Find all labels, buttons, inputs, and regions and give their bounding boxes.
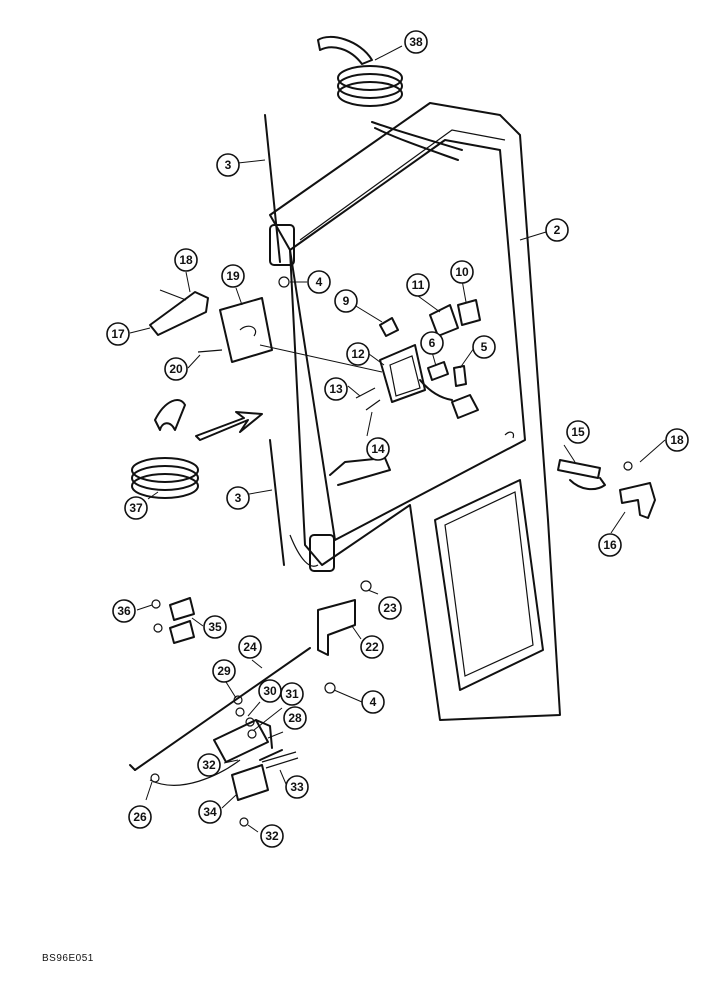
- callout-number: 36: [117, 604, 131, 618]
- callout-16: 16: [598, 533, 622, 557]
- callout-number: 38: [409, 35, 423, 49]
- callout-number: 9: [343, 294, 350, 308]
- callout-23: 23: [378, 596, 402, 620]
- door-frame: [269, 102, 561, 721]
- callout-11: 11: [406, 273, 430, 297]
- callout-number: 37: [129, 501, 143, 515]
- callout-number: 15: [571, 425, 585, 439]
- callout-number: 13: [329, 382, 343, 396]
- callout-4: 4: [361, 690, 385, 714]
- callout-number: 10: [455, 265, 469, 279]
- callout-number: 28: [288, 711, 302, 725]
- weatherstrip-coil-37: [131, 399, 263, 499]
- callout-number: 34: [203, 805, 217, 819]
- callout-number: 23: [383, 601, 397, 615]
- callout-28: 28: [283, 706, 307, 730]
- callout-number: 18: [670, 433, 684, 447]
- callout-10: 10: [450, 260, 474, 284]
- rubber-bumpers: [151, 597, 195, 644]
- callout-33: 33: [285, 775, 309, 799]
- figure-code: BS96E051: [42, 953, 94, 964]
- callout-15: 15: [566, 420, 590, 444]
- callout-5: 5: [472, 335, 496, 359]
- callout-6: 6: [420, 331, 444, 355]
- hinge-rod-lower: [269, 439, 335, 572]
- callout-26: 26: [128, 805, 152, 829]
- callout-9: 9: [334, 289, 358, 313]
- callout-17: 17: [106, 322, 130, 346]
- callout-36: 36: [112, 599, 136, 623]
- callout-32: 32: [197, 753, 221, 777]
- callout-number: 32: [202, 758, 216, 772]
- callout-number: 32: [265, 829, 279, 843]
- callout-24: 24: [238, 635, 262, 659]
- callout-number: 3: [225, 158, 232, 172]
- callout-number: 5: [481, 340, 488, 354]
- callout-31: 31: [280, 682, 304, 706]
- callout-number: 12: [351, 347, 365, 361]
- callout-number: 11: [412, 278, 425, 292]
- callout-32: 32: [260, 824, 284, 848]
- callout-number: 24: [243, 640, 257, 654]
- callout-18: 18: [665, 428, 689, 452]
- callout-3: 3: [226, 486, 250, 510]
- callout-number: 14: [371, 442, 385, 456]
- callout-number: 19: [226, 269, 240, 283]
- callout-30: 30: [258, 679, 282, 703]
- callout-number: 3: [235, 491, 242, 505]
- callout-number: 30: [263, 684, 277, 698]
- callout-number: 20: [169, 362, 183, 376]
- callout-number: 22: [365, 640, 379, 654]
- callout-number: 16: [603, 538, 617, 552]
- callout-4: 4: [307, 270, 331, 294]
- callout-2: 2: [545, 218, 569, 242]
- callout-number: 4: [370, 695, 377, 709]
- callout-number: 6: [429, 336, 436, 350]
- callout-29: 29: [212, 659, 236, 683]
- callout-number: 31: [285, 687, 299, 701]
- callout-number: 18: [179, 253, 193, 267]
- latch-rod-and-mechanism: [129, 647, 311, 827]
- hinge-bracket: [317, 580, 372, 694]
- callout-number: 26: [133, 810, 147, 824]
- callout-38: 38: [404, 30, 428, 54]
- door-lock: [504, 431, 656, 519]
- callout-34: 34: [198, 800, 222, 824]
- callout-14: 14: [366, 437, 390, 461]
- callout-18: 18: [174, 248, 198, 272]
- weatherstrip-coil-38: [317, 35, 463, 161]
- outside-handle: [149, 289, 273, 363]
- leader-lines: [129, 45, 666, 833]
- hinge-rod-upper: [264, 114, 295, 288]
- callout-20: 20: [164, 357, 188, 381]
- callout-35: 35: [203, 615, 227, 639]
- callout-number: 4: [316, 275, 323, 289]
- callout-3: 3: [216, 153, 240, 177]
- callout-19: 19: [221, 264, 245, 288]
- callout-12: 12: [346, 342, 370, 366]
- callout-number: 2: [554, 223, 561, 237]
- callout-number: 29: [217, 664, 231, 678]
- callout-number: 33: [290, 780, 304, 794]
- callout-number: 17: [111, 327, 125, 341]
- callout-number: 35: [208, 620, 222, 634]
- door-latch: [259, 299, 481, 419]
- callout-13: 13: [324, 377, 348, 401]
- callout-37: 37: [124, 496, 148, 520]
- callout-22: 22: [360, 635, 384, 659]
